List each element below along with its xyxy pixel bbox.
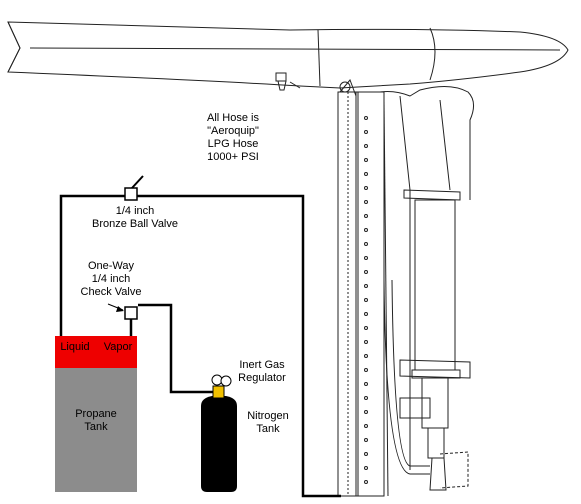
hose-lines [59, 194, 341, 498]
hose-note: All Hose is "Aeroquip" LPG Hose 1000+ PS… [197, 112, 269, 164]
ball-valve [124, 175, 144, 201]
nitrogen-tank [201, 385, 237, 492]
nitrogen-tank-label: Nitrogen Tank [242, 410, 294, 436]
ball-valve-label-line1: 1/4 inch [115, 205, 155, 217]
liquid-port-label: Liquid [60, 341, 90, 353]
hose-note-line1: All Hose is [207, 112, 259, 124]
hose-note-line2: "Aeroquip" [207, 125, 259, 137]
check-valve-label-line1: One-Way [87, 260, 135, 272]
nitrogen-hose [138, 303, 214, 394]
check-valve-label-line2: 1/4 inch [91, 273, 131, 285]
strut-rivets [364, 116, 368, 484]
propane-tank-label: Propane Tank [55, 408, 137, 434]
propane-tank-label-line2: Tank [84, 421, 108, 433]
nitrogen-tank-label-line1: Nitrogen [247, 410, 289, 422]
wing-fitting [275, 72, 287, 91]
hose-note-line3: LPG Hose [207, 138, 259, 150]
wing-outline [7, 21, 569, 89]
check-valve-label: One-Way 1/4 inch Check Valve [76, 260, 146, 299]
check-valve-label-line3: Check Valve [80, 286, 142, 298]
regulator-label: Inert Gas Regulator [232, 359, 292, 385]
nitrogen-tank-label-line2: Tank [256, 423, 280, 435]
strut-outline [337, 79, 474, 497]
ball-valve-label-line2: Bronze Ball Valve [91, 218, 178, 230]
ball-valve-label: 1/4 inch Bronze Ball Valve [80, 205, 190, 231]
regulator-label-line2: Regulator [238, 372, 286, 384]
regulator-label-line1: Inert Gas [239, 359, 285, 371]
propane-tank-label-line1: Propane [75, 408, 117, 420]
propane-tank [55, 336, 137, 492]
regulator-gauges [211, 374, 232, 387]
hose-note-line4: 1000+ PSI [207, 151, 259, 163]
check-valve [107, 303, 138, 320]
vapor-port-label: Vapor [103, 341, 133, 353]
liquid-hose [59, 194, 341, 498]
